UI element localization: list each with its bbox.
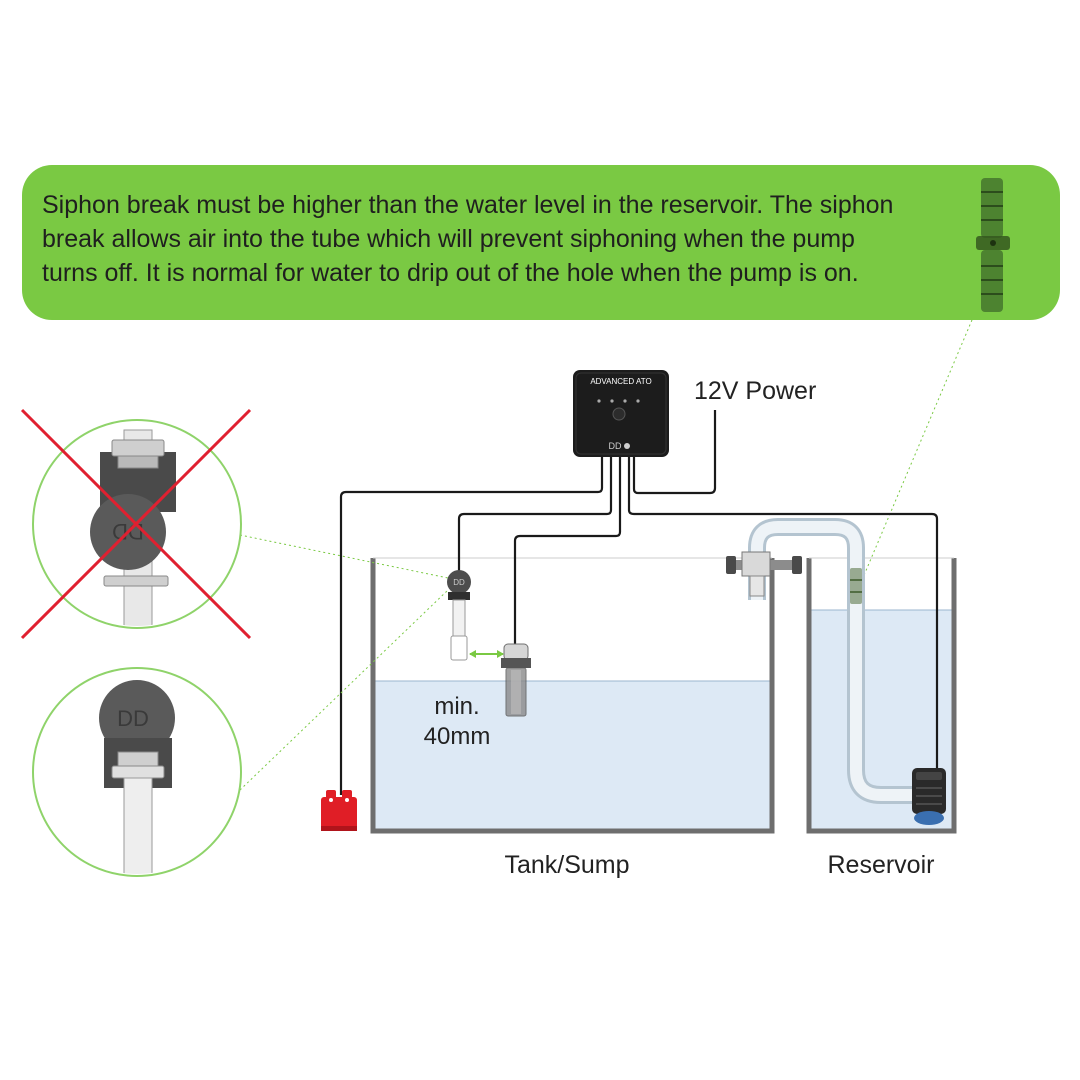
controller-logo: DD: [609, 441, 622, 451]
controller-brand: ADVANCED ATO: [590, 377, 651, 386]
correct-leader-line: [239, 589, 449, 791]
siphon-break: [850, 568, 862, 604]
info-banner: Siphon break must be higher than the wat…: [22, 165, 1060, 320]
svg-text:DD: DD: [117, 706, 149, 731]
leak-alarm-sensor: [321, 790, 357, 831]
tube-clip-bracket: [726, 551, 802, 597]
svg-text:DD: DD: [453, 578, 465, 587]
reservoir-label: Reservoir: [828, 851, 935, 879]
banner-line-3: turns off. It is normal for water to dri…: [42, 259, 859, 287]
controller-button: [612, 407, 626, 421]
float-switch: DD: [447, 570, 471, 661]
power-label: 12V Power: [694, 377, 816, 405]
incorrect-leader-line: [239, 534, 449, 579]
ato-controller: ADVANCED ATO DD: [573, 370, 669, 457]
siphon-break-leader-line: [861, 319, 973, 581]
float-switch-wire: [457, 456, 613, 575]
correct-mounting-detail: DD: [32, 667, 242, 877]
reservoir-walls: [806, 558, 957, 834]
incorrect-mounting-detail: DD: [20, 408, 252, 640]
min-label: min.: [434, 693, 479, 720]
wiring: [339, 410, 939, 795]
tank-walls: [370, 558, 775, 834]
min-distance-indicator: [469, 650, 504, 658]
pump-wire: [627, 456, 939, 768]
tank-label: Tank/Sump: [504, 851, 629, 879]
tank-sump: [370, 557, 775, 834]
return-pump: [912, 768, 946, 825]
water-tube: [748, 518, 915, 804]
optical-sensor: [501, 643, 531, 717]
alarm-wire: [339, 456, 604, 795]
incorrect-cross-icon: [20, 408, 252, 640]
min-distance-label: 40mm: [424, 723, 491, 750]
power-wire: [632, 410, 717, 495]
tank-water: [375, 681, 770, 829]
banner-line-2: break allows air into the tube which wil…: [42, 225, 855, 253]
optical-sensor-wire: [513, 456, 622, 645]
siphon-break-fitting-icon: [976, 178, 1010, 312]
banner-background: [22, 165, 1060, 320]
banner-line-1: Siphon break must be higher than the wat…: [42, 191, 893, 219]
